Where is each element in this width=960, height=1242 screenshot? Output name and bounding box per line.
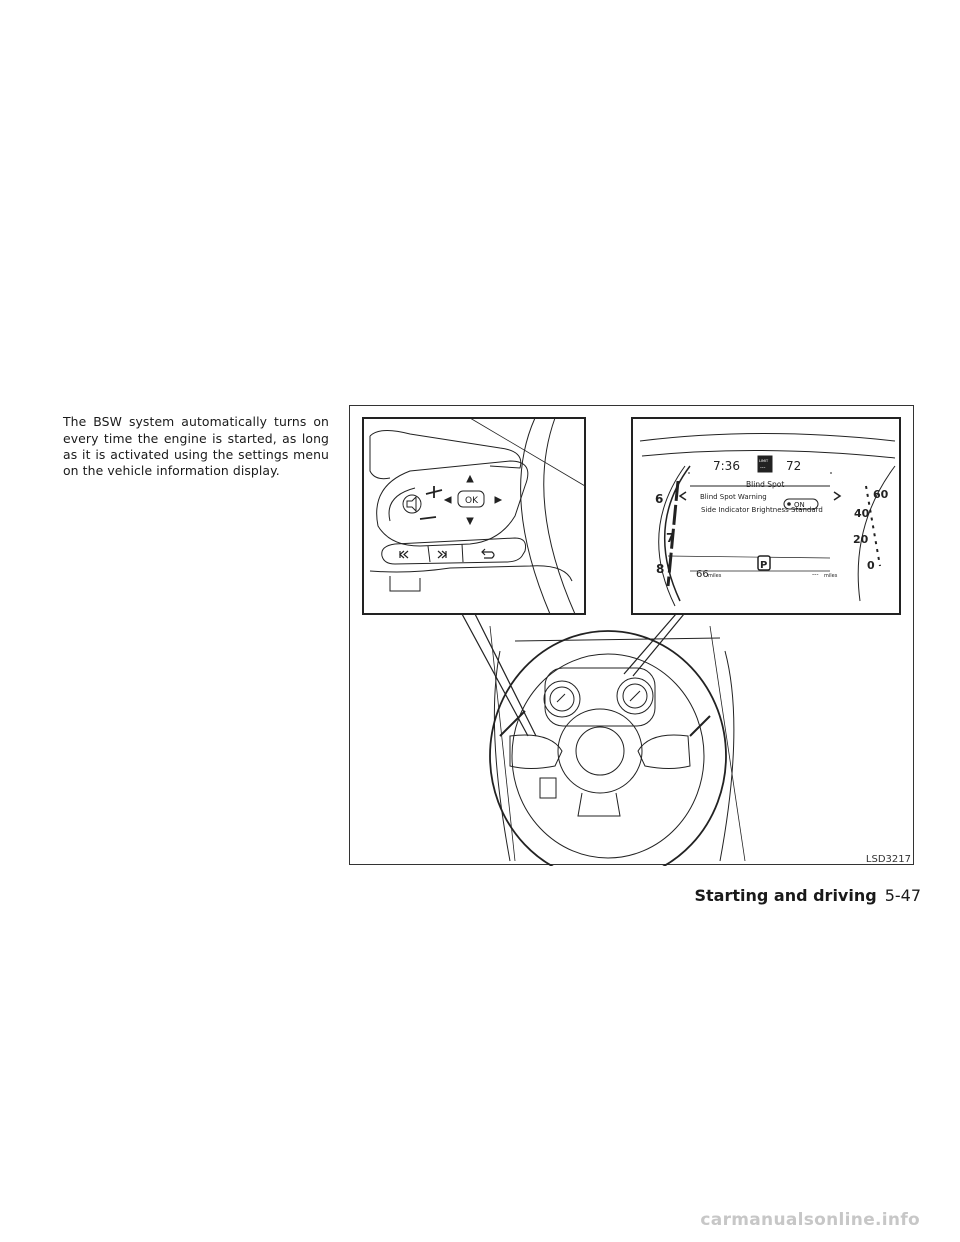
menu-title: Blind Spot xyxy=(746,480,784,489)
watermark: carmanualsonline.info xyxy=(700,1210,920,1230)
odometer-unit: miles xyxy=(708,573,722,579)
gear-indicator: P xyxy=(760,560,767,571)
cluster-text: 7:36 LIMIT --- 72 Blind Spot Blind Spot … xyxy=(655,459,889,580)
menu-item-blind-spot-warning: Blind Spot Warning xyxy=(700,493,767,501)
figure-illustration: OK 7:36 LIMIT --- 72 Blin xyxy=(349,405,914,866)
speed-label-60: 60 xyxy=(873,488,889,501)
page-footer: Starting and driving 5-47 xyxy=(694,886,921,905)
steering-wheel-overview xyxy=(489,625,746,866)
footer-section-title: Starting and driving xyxy=(694,886,877,905)
limit-value: --- xyxy=(760,465,766,471)
tach-label-8: 8 xyxy=(656,562,664,576)
speed-label-20: 20 xyxy=(853,533,869,546)
figure-code: LSD3217 xyxy=(866,854,911,865)
clock-display: 7:36 xyxy=(713,459,740,473)
range-unit: miles xyxy=(824,573,838,579)
speed-label-40: 40 xyxy=(854,507,870,520)
menu-item-side-indicator: Side Indicator Brightness Standard xyxy=(701,506,823,514)
switch-panel-inset xyxy=(362,417,586,615)
range-value: --- xyxy=(812,571,819,578)
on-indicator-dot xyxy=(787,502,791,506)
figure-drawing: OK 7:36 LIMIT --- 72 Blin xyxy=(362,417,911,866)
ok-button-label: OK xyxy=(465,496,479,506)
odometer-value: 66 xyxy=(696,569,709,580)
speed-label-0: 0 xyxy=(867,559,875,572)
cluster-inset xyxy=(631,417,901,615)
body-paragraph: The BSW system automatically turns on ev… xyxy=(63,414,329,478)
menu-item-state: ON xyxy=(794,501,805,509)
footer-page-number: 5-47 xyxy=(884,886,921,905)
switch-panel-labels: OK xyxy=(465,496,479,506)
tach-label-6: 6 xyxy=(655,492,663,506)
temperature-display: 72 xyxy=(786,459,801,473)
limit-label: LIMIT xyxy=(759,459,769,463)
tach-label-7: 7 xyxy=(666,531,674,545)
